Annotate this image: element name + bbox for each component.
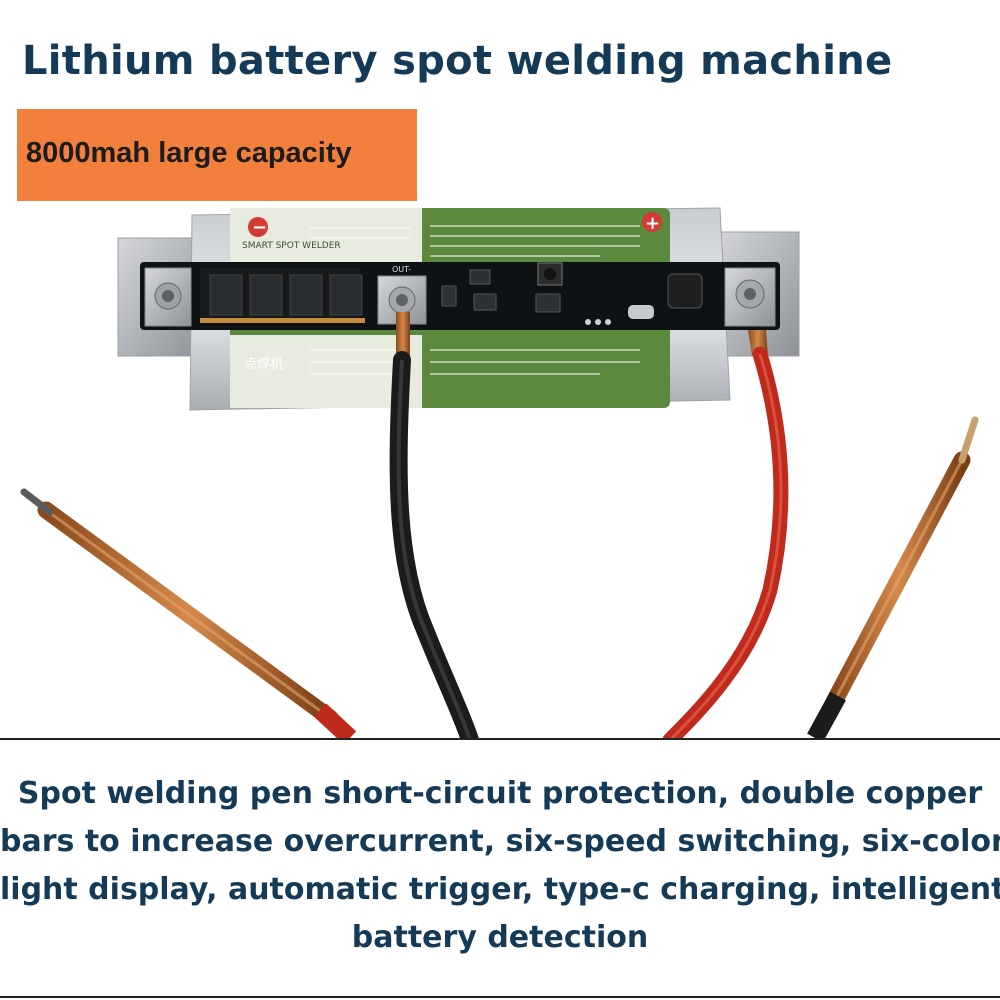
feature-line-3: light display, automatic trigger, type-c… [0, 872, 1000, 907]
mosfet-3 [289, 274, 323, 316]
positive-terminal-icon [642, 212, 662, 232]
feature-description: Spot welding pen short-circuit protectio… [0, 770, 1000, 962]
capacity-badge-label: 8000mah large capacity [26, 137, 352, 169]
feature-line-4: battery detection [351, 920, 649, 955]
usb-c-port [628, 305, 654, 319]
negative-terminal-icon [248, 217, 268, 237]
mosfet-2 [249, 274, 283, 316]
feature-line-1: Spot welding pen short-circuit protectio… [17, 776, 983, 811]
bottom-divider [0, 996, 1000, 998]
feature-line-2: bars to increase overcurrent, six-speed … [0, 824, 1000, 859]
product-photo: − + SMART SPOT WELDER 点焊机 OUT- [20, 207, 979, 740]
capacity-badge [17, 109, 417, 201]
top-divider [0, 738, 1000, 740]
mosfet-1 [209, 274, 243, 316]
inductor [667, 273, 703, 309]
board-label-cn: 点焊机 [244, 356, 283, 372]
page-title: Lithium battery spot welding machine [22, 38, 893, 84]
right-pen-tip [958, 416, 979, 464]
left-pen-tip [20, 488, 54, 516]
red-cable [662, 346, 789, 740]
black-cable [389, 351, 479, 740]
negative-symbol: − [252, 217, 267, 238]
board-label-en: SMART SPOT WELDER [242, 241, 341, 251]
mosfet-4 [329, 274, 363, 316]
out-label: OUT- [392, 265, 411, 274]
positive-symbol: + [645, 213, 660, 234]
